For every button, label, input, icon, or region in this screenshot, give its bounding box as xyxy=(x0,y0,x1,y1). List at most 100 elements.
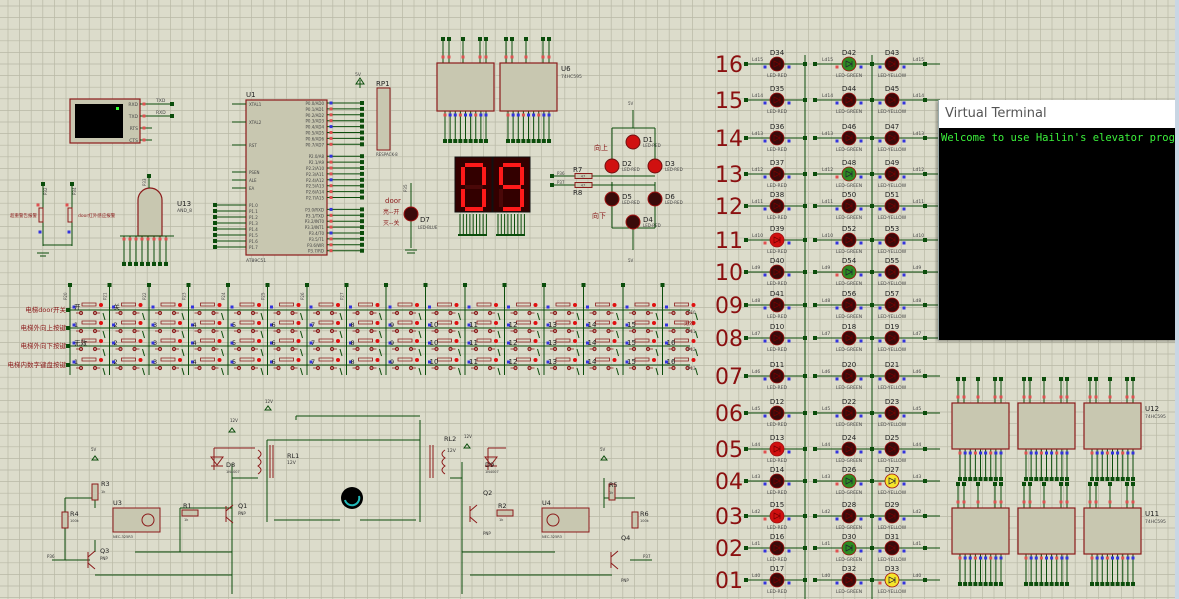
keypad-button[interactable] xyxy=(234,302,261,316)
contact xyxy=(369,310,374,316)
segment-g xyxy=(503,185,521,189)
keypad-button[interactable] xyxy=(115,320,143,334)
led-type-label: LED-RED xyxy=(767,525,787,531)
keypad-button[interactable] xyxy=(234,357,261,371)
pin-marker xyxy=(859,175,863,179)
keypad-button[interactable] xyxy=(392,338,419,352)
virtual-terminal-title[interactable]: Virtual Terminal xyxy=(939,100,1179,128)
pin-marker xyxy=(140,237,144,241)
driver-label-q3: Q3 xyxy=(100,547,109,555)
keypad-button[interactable] xyxy=(589,302,617,316)
keypad-button[interactable] xyxy=(629,302,656,316)
led-type-label: LED-BLUE xyxy=(418,225,438,230)
keypad-button[interactable] xyxy=(510,338,538,352)
led-type-label: LED-RED xyxy=(767,347,787,353)
keypad-button[interactable] xyxy=(76,320,103,334)
keypad-button[interactable] xyxy=(589,320,617,334)
relay-rl1-coil-icon xyxy=(257,445,274,478)
keypad-button[interactable] xyxy=(668,338,696,352)
keypad-button[interactable] xyxy=(550,320,577,334)
keypad-button[interactable] xyxy=(352,338,380,352)
junction-dot xyxy=(360,207,364,212)
button-state-dot xyxy=(612,321,617,325)
keypad-button[interactable] xyxy=(431,320,459,334)
keypad-button[interactable] xyxy=(194,302,222,316)
keypad-button[interactable] xyxy=(313,302,340,316)
keypad-button[interactable] xyxy=(668,302,696,316)
keypad-button[interactable] xyxy=(313,338,340,352)
keypad-button[interactable] xyxy=(668,320,696,334)
keypad-button[interactable] xyxy=(155,302,182,316)
pin-marker xyxy=(507,341,510,345)
keypad-button[interactable] xyxy=(392,357,419,371)
keypad-button[interactable] xyxy=(234,338,261,352)
pin-marker xyxy=(1088,395,1092,399)
junction-dot xyxy=(968,477,973,481)
driver-label-v12a: 12V xyxy=(230,418,238,423)
keypad-button[interactable] xyxy=(471,320,498,334)
keypad-button[interactable] xyxy=(76,302,103,316)
junction-dot xyxy=(976,482,980,486)
keypad-button[interactable] xyxy=(194,320,222,334)
virtual-terminal-output[interactable]: Welcome to use Hailin's elevator program xyxy=(941,132,1179,144)
keypad-button[interactable] xyxy=(194,338,222,352)
keypad-button[interactable] xyxy=(668,357,696,371)
keypad-button[interactable] xyxy=(471,302,498,316)
keypad-button[interactable] xyxy=(431,302,459,316)
keypad-button[interactable] xyxy=(589,357,617,371)
keypad-button[interactable] xyxy=(273,357,301,371)
keypad-button[interactable] xyxy=(392,302,419,316)
keypad-button[interactable] xyxy=(431,357,459,371)
diode-symbol-icon xyxy=(845,170,853,178)
pin-marker xyxy=(329,125,333,129)
keypad-button[interactable] xyxy=(629,338,656,352)
virtual-terminal-window[interactable]: Virtual Terminal Welcome to use Hailin's… xyxy=(938,100,1179,340)
pin-marker xyxy=(467,341,471,345)
keypad-button[interactable] xyxy=(431,338,459,352)
keypad-button[interactable] xyxy=(115,302,143,316)
keypad-button[interactable] xyxy=(352,302,380,316)
keypad-button[interactable] xyxy=(115,357,143,371)
keypad-button[interactable] xyxy=(76,338,103,352)
keypad-button[interactable] xyxy=(313,357,340,371)
keypad-button[interactable] xyxy=(471,338,498,352)
pin-marker xyxy=(270,341,273,345)
keypad-button[interactable] xyxy=(550,338,577,352)
keypad-button[interactable] xyxy=(629,357,656,371)
keypad-button[interactable] xyxy=(234,320,261,334)
keypad-button[interactable] xyxy=(194,357,222,371)
keypad-button[interactable] xyxy=(471,357,498,371)
pin-marker xyxy=(835,549,839,553)
keypad-button[interactable] xyxy=(510,302,538,316)
junction-dot xyxy=(66,326,70,330)
junction-dot xyxy=(1125,582,1130,586)
keypad-button[interactable] xyxy=(510,357,538,371)
led-type-label: LED-RED xyxy=(767,422,787,428)
keypad-button[interactable] xyxy=(273,302,301,316)
contact xyxy=(448,365,453,371)
keypad-button[interactable] xyxy=(76,357,103,371)
keypad-button[interactable] xyxy=(589,338,617,352)
pin-marker xyxy=(329,119,333,123)
keypad-button[interactable] xyxy=(155,338,182,352)
keypad-button[interactable] xyxy=(155,357,182,371)
junction-dot xyxy=(66,308,70,312)
keypad-button[interactable] xyxy=(352,357,380,371)
junction-dot xyxy=(360,189,364,194)
keypad-button[interactable] xyxy=(155,320,182,334)
keypad-button[interactable] xyxy=(510,320,538,334)
motor-rotation-icon xyxy=(344,495,361,507)
keypad-button[interactable] xyxy=(313,320,340,334)
diode-symbol-icon xyxy=(773,268,781,276)
diode-symbol-icon xyxy=(773,60,781,68)
keypad-button[interactable] xyxy=(550,302,577,316)
keypad-button[interactable] xyxy=(273,338,301,352)
keypad-button[interactable] xyxy=(352,320,380,334)
keypad-button[interactable] xyxy=(115,338,143,352)
keypad-button[interactable] xyxy=(629,320,656,334)
keypad-button[interactable] xyxy=(392,320,419,334)
keypad-button[interactable] xyxy=(550,357,577,371)
junction-dot xyxy=(541,37,545,41)
keypad-button[interactable] xyxy=(273,320,301,334)
